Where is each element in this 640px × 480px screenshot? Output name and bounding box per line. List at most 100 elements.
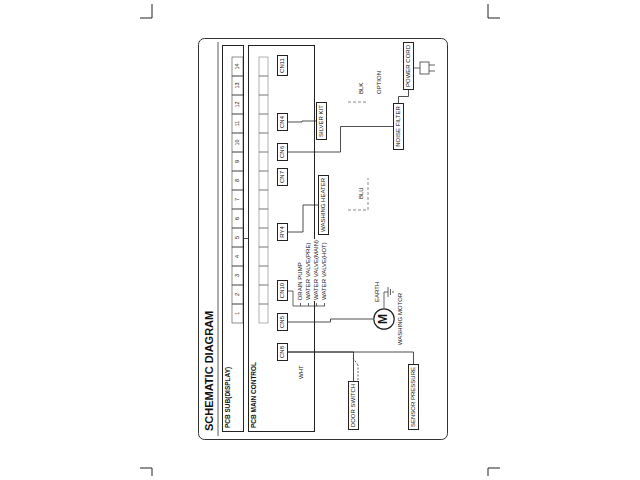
ground-label: EARTH: [374, 281, 381, 303]
wire-label: WATER VALVE(PRE): [305, 242, 312, 301]
pin-cell: [232, 247, 243, 266]
pin-number: 4: [232, 247, 243, 266]
pin-number: 10: [232, 133, 243, 152]
wire-colour: BLK: [358, 82, 365, 95]
motor-symbol: MWASHING MOTOR: [373, 308, 395, 330]
connector-block: CN5: [277, 313, 288, 331]
pin-cell: [259, 209, 268, 228]
pin-cell: [259, 304, 268, 323]
connector-wire: [288, 352, 414, 364]
connector-wire: [288, 127, 393, 153]
wire-label: DRAIN PUMP: [297, 261, 304, 301]
connector-wire: [288, 352, 354, 381]
pin-number: 11: [232, 114, 243, 133]
connector-name: CN5: [279, 316, 286, 328]
wire-label: WATER VALVE(MAIN): [313, 239, 320, 301]
pin-cell: [259, 133, 268, 152]
pin-number: 3: [232, 266, 243, 285]
pin-number: 6: [232, 209, 243, 228]
connector-block: CN10: [277, 280, 288, 301]
heater-box: WASHING HEATER: [318, 175, 329, 235]
pin-cell: [259, 285, 268, 304]
pin-cell: [259, 190, 268, 209]
crop-mark: [140, 468, 152, 476]
noise-filter-box: NOISE FILTER: [393, 103, 404, 150]
pin-number: 14: [232, 57, 243, 76]
part-name: DOOR SWITCH: [350, 384, 357, 427]
connector-name: CN10: [279, 283, 286, 298]
dashed-wire: [348, 178, 368, 210]
pin-cell: [259, 266, 268, 285]
connector-wire: [399, 90, 409, 103]
pin-number: 5: [232, 228, 243, 247]
pcb-board: PCB SUB(DISPLAY): [222, 45, 244, 432]
pin-number: 9: [232, 152, 243, 171]
wire-tick: [301, 303, 325, 306]
crop-mark: [488, 468, 500, 476]
plug-prong: [429, 65, 435, 71]
power-cord-box: POWER CORD: [403, 42, 414, 90]
connector-name: CN11: [279, 58, 286, 73]
connector-wire: [288, 319, 373, 322]
pin-number: 8: [232, 171, 243, 190]
sheet-border: [199, 39, 448, 440]
pin-cell: [232, 190, 243, 209]
board-name: PCB MAIN CONTROL: [250, 49, 257, 428]
ground-wire: [384, 292, 388, 308]
connector-block: CN11: [277, 55, 288, 76]
pin-cell: [232, 57, 243, 76]
part-name: POWER CORD: [405, 45, 412, 87]
connector-block: CN4: [277, 113, 288, 131]
plug-body: [420, 62, 429, 74]
silver-kit-box: SILVER KIT: [316, 102, 327, 140]
motor-letter: M: [377, 314, 390, 324]
pin-cell: [232, 76, 243, 95]
part-name: NOISE FILTER: [395, 106, 402, 147]
pin-cell: [232, 114, 243, 133]
pin-cell: [259, 171, 268, 190]
pin-cell: [259, 228, 268, 247]
option-note: OPTION: [376, 70, 383, 95]
pin-number: 2: [232, 285, 243, 304]
board-name: PCB SUB(DISPLAY): [224, 49, 231, 428]
pin-cell: [259, 76, 268, 95]
pressure-sensor: SENSOR PRESSURE: [408, 364, 419, 430]
connector-wire: [288, 205, 318, 232]
pin-cell: [259, 114, 268, 133]
schematic-sheet: SCHEMATIC DIAGRAM PCB SUB(DISPLAY) PCB MAI…: [198, 38, 448, 440]
motor-circle: [374, 309, 394, 329]
relay-block: RY4: [277, 223, 288, 241]
connector-name: CN4: [279, 116, 286, 128]
part-name: SENSOR PRESSURE: [410, 367, 417, 427]
crop-mark: [140, 4, 152, 18]
pin-cell: [232, 285, 243, 304]
connector-name: CN8: [279, 346, 286, 358]
plug-cable: [414, 68, 420, 69]
part-name: SILVER KIT: [318, 105, 325, 137]
connector-wire: [288, 121, 316, 122]
pin-cell: [232, 152, 243, 171]
pin-number: 7: [232, 190, 243, 209]
connector-block: CN7: [277, 168, 288, 186]
pin-grid: [259, 57, 268, 323]
wire-label: WATER VALVE(HOT): [321, 241, 328, 301]
pin-cell: [259, 152, 268, 171]
part-name: WASHING MOTOR: [397, 293, 404, 345]
diagram-title: SCHEMATIC DIAGRAM: [203, 310, 215, 432]
pin-grid: [232, 57, 243, 323]
pin-cell: [259, 95, 268, 114]
part-name: WASHING HEATER: [320, 178, 327, 232]
pin-cell: [232, 304, 243, 323]
relay-name: RY4: [279, 226, 286, 238]
wire-colour: WHT: [298, 364, 305, 380]
pin-number: 12: [232, 95, 243, 114]
pin-cell: [232, 171, 243, 190]
dashed-wire: [348, 102, 368, 103]
pin-number: 1: [232, 304, 243, 323]
wire-colour: BLU: [358, 186, 365, 200]
pin-cell: [232, 266, 243, 285]
pin-cell: [232, 209, 243, 228]
connector-block: CN6: [277, 143, 288, 161]
pin-cell: [232, 133, 243, 152]
